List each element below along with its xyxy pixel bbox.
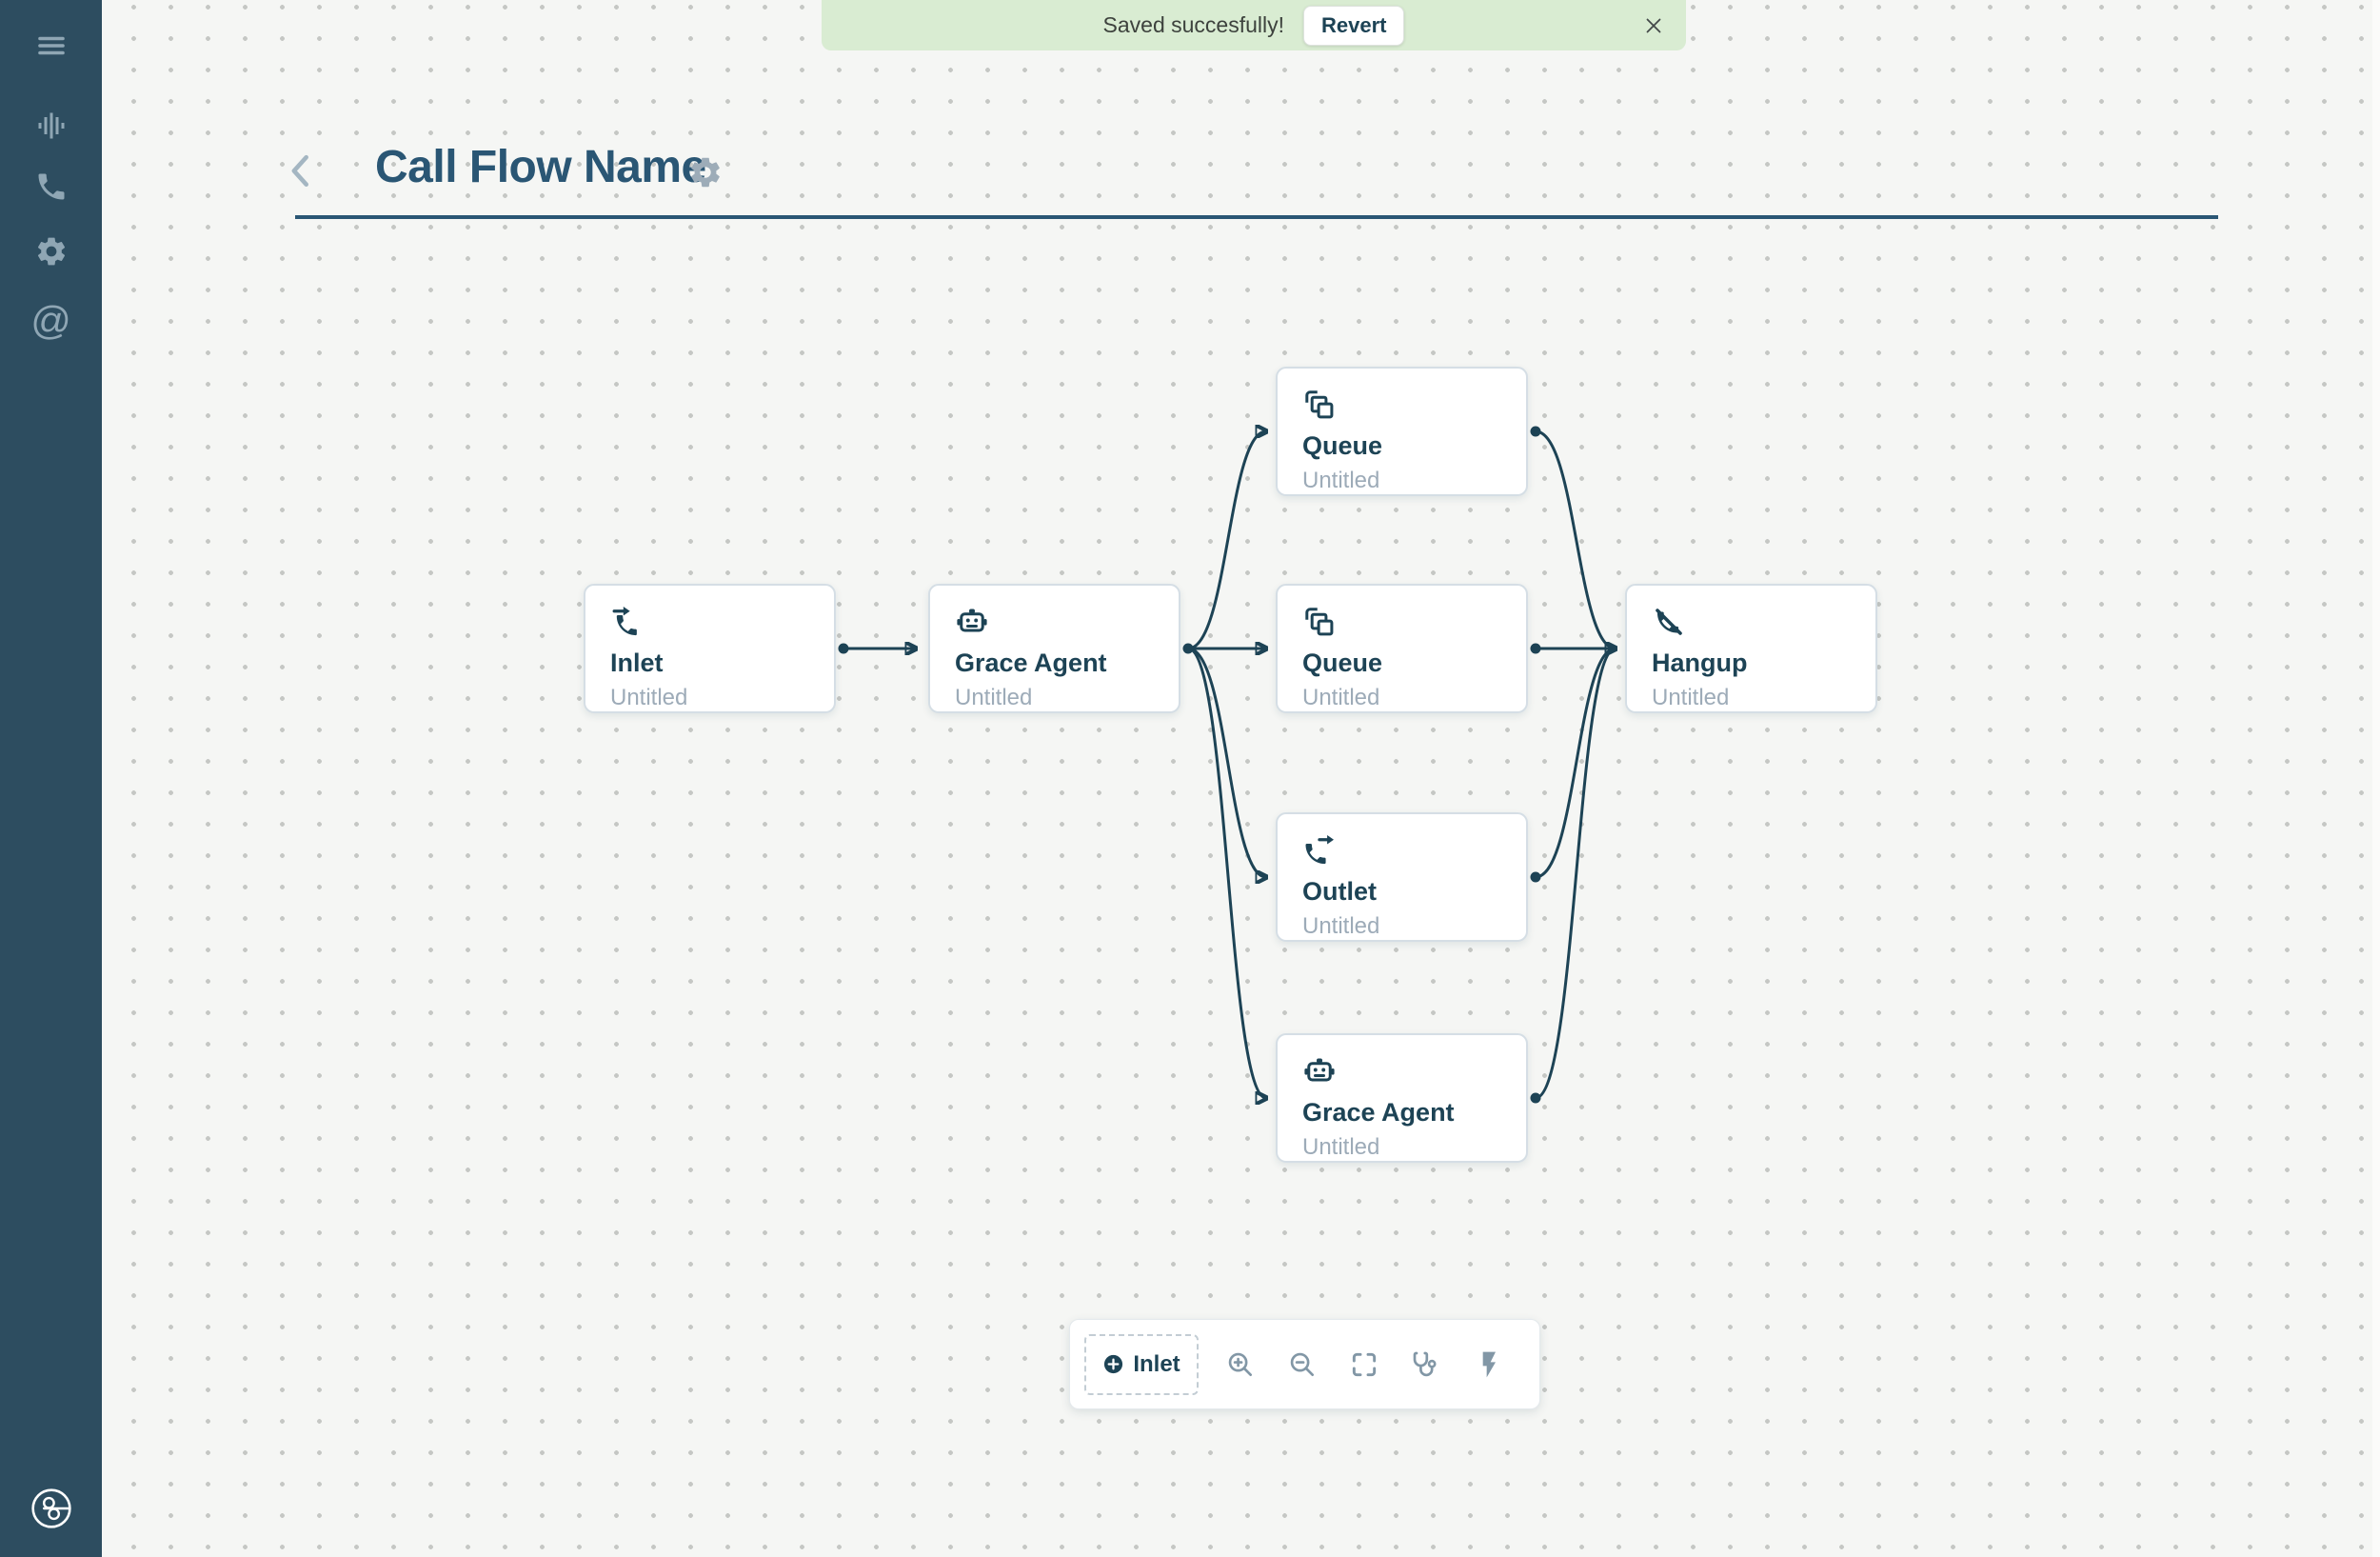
node-outlet[interactable]: Outlet Untitled xyxy=(1276,812,1528,942)
toolbar-icons xyxy=(1225,1349,1503,1380)
voice-activity-icon[interactable] xyxy=(32,107,70,145)
node-queue-1[interactable]: Queue Untitled xyxy=(1276,367,1528,496)
edge-grace-agent-2-to-hangup[interactable] xyxy=(1534,649,1616,1100)
node-type-label: Queue xyxy=(1302,649,1383,677)
node-type-label: Grace Agent xyxy=(955,649,1107,677)
back-button[interactable] xyxy=(282,150,320,190)
phone-icon[interactable] xyxy=(32,168,70,206)
page-title: Call Flow Name xyxy=(375,142,706,192)
node-name: Untitled xyxy=(610,685,688,710)
settings-icon[interactable] xyxy=(32,232,70,270)
port-grace-agent-1-out[interactable] xyxy=(1182,643,1194,654)
zoom-in-icon[interactable] xyxy=(1225,1349,1256,1380)
edge-queue-1-to-hangup[interactable] xyxy=(1534,429,1616,649)
add-inlet-button[interactable]: Inlet xyxy=(1084,1333,1199,1395)
canvas-toolbar: Inlet xyxy=(1069,1319,1540,1409)
node-name: Untitled xyxy=(1652,685,1730,710)
node-grace-agent-2[interactable]: Grace Agent Untitled xyxy=(1276,1033,1528,1163)
node-queue-2[interactable]: Queue Untitled xyxy=(1276,584,1528,713)
scrollbar-track[interactable] xyxy=(2372,0,2380,1557)
edge-grace-agent-1-to-grace-agent-2[interactable] xyxy=(1186,647,1266,1098)
zoom-out-icon[interactable] xyxy=(1287,1349,1318,1380)
title-underline xyxy=(295,215,2218,219)
menu-icon[interactable] xyxy=(32,27,70,65)
sidebar: @ xyxy=(0,0,102,1557)
toast-message: Saved succesfully! xyxy=(1102,12,1284,37)
quick-run-bolt-icon[interactable] xyxy=(1473,1349,1503,1380)
save-toast: Saved succesfully! Revert xyxy=(822,0,1686,50)
node-name: Untitled xyxy=(1302,468,1380,493)
edge-grace-agent-1-to-queue-1[interactable] xyxy=(1186,431,1266,650)
port-outlet-out[interactable] xyxy=(1530,871,1541,883)
stacked-layers-icon xyxy=(1302,605,1337,639)
robot-icon xyxy=(1302,1054,1337,1088)
fit-view-icon[interactable] xyxy=(1349,1349,1379,1380)
revert-button[interactable]: Revert xyxy=(1303,5,1405,46)
phone-hangup-icon xyxy=(1652,605,1686,639)
edge-outlet-to-hangup[interactable] xyxy=(1534,649,1616,879)
gridspace-logo[interactable] xyxy=(30,1487,73,1530)
port-queue-1-out[interactable] xyxy=(1530,426,1541,437)
node-name: Untitled xyxy=(1302,913,1380,939)
port-grace-agent-2-out[interactable] xyxy=(1530,1092,1541,1104)
at-sign-icon[interactable]: @ xyxy=(30,298,71,343)
flow-settings-gear-icon[interactable] xyxy=(687,154,724,190)
port-queue-2-out[interactable] xyxy=(1530,643,1541,654)
stacked-layers-icon xyxy=(1302,388,1337,422)
node-name: Untitled xyxy=(955,685,1033,710)
node-type-label: Queue xyxy=(1302,431,1383,460)
diagnostics-stethoscope-icon[interactable] xyxy=(1411,1349,1441,1380)
node-name: Untitled xyxy=(1302,685,1380,710)
node-inlet[interactable]: Inlet Untitled xyxy=(584,584,836,713)
node-type-label: Hangup xyxy=(1652,649,1748,677)
node-type-label: Inlet xyxy=(610,649,664,677)
node-type-label: Outlet xyxy=(1302,877,1377,906)
node-grace-agent-1[interactable]: Grace Agent Untitled xyxy=(928,584,1180,713)
add-inlet-label: Inlet xyxy=(1133,1350,1180,1377)
edge-grace-agent-1-to-outlet[interactable] xyxy=(1186,647,1266,877)
robot-icon xyxy=(955,605,989,639)
flow-canvas[interactable] xyxy=(102,0,2380,1557)
close-icon[interactable] xyxy=(1642,14,1665,37)
node-name: Untitled xyxy=(1302,1134,1380,1160)
phone-outgoing-icon xyxy=(1302,833,1337,868)
port-inlet-out[interactable] xyxy=(838,643,849,654)
node-hangup[interactable]: Hangup Untitled xyxy=(1625,584,1877,713)
node-type-label: Grace Agent xyxy=(1302,1098,1455,1127)
phone-incoming-icon xyxy=(610,605,645,639)
plus-circle-icon xyxy=(1104,1354,1123,1374)
